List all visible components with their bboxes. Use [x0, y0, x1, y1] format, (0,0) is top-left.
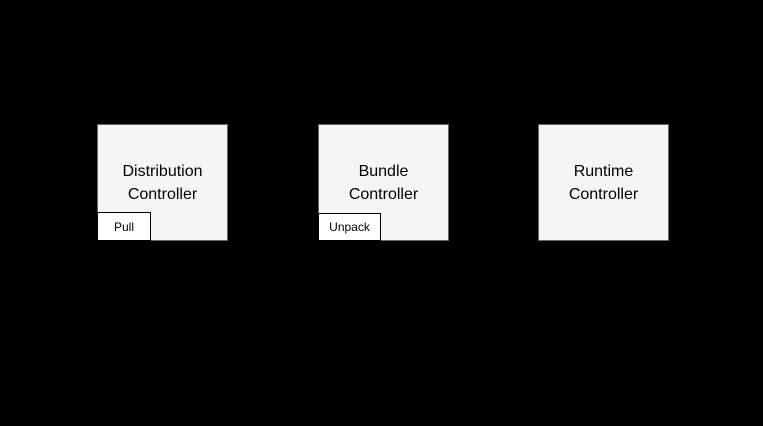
node-bundle-controller: Bundle Controller Unpack — [318, 124, 449, 241]
action-tag-unpack: Unpack — [318, 213, 381, 241]
node-distribution-controller: Distribution Controller Pull — [97, 124, 228, 241]
action-tag-pull: Pull — [97, 212, 151, 241]
node-runtime-controller: Runtime Controller — [538, 124, 669, 241]
node-label-distribution-controller: Distribution Controller — [122, 162, 203, 203]
node-label-runtime-controller: Runtime Controller — [568, 162, 639, 203]
node-label-bundle-controller: Bundle Controller — [348, 162, 419, 203]
